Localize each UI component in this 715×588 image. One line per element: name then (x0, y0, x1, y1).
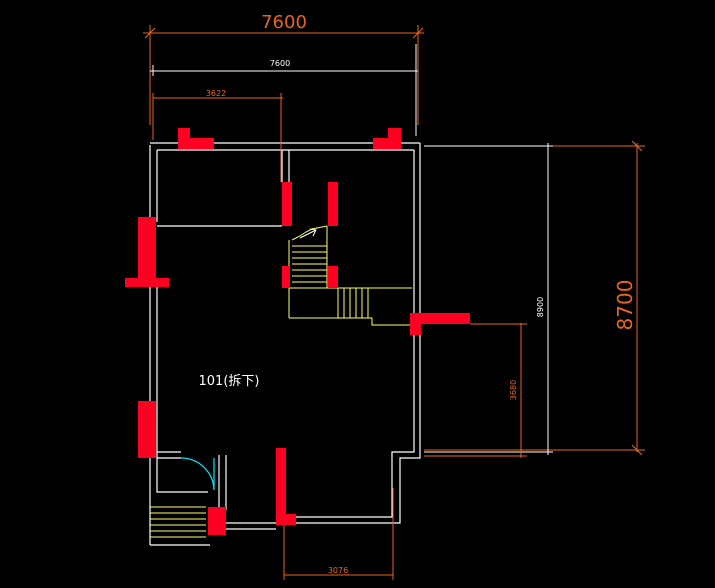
column (410, 313, 470, 324)
column (208, 507, 226, 535)
stair (150, 225, 412, 538)
dimension-bottom-partial (283, 488, 394, 580)
dimension-label-top-small: 7600 (270, 59, 290, 68)
column (410, 313, 421, 335)
door-swing (180, 457, 215, 491)
column (282, 182, 292, 226)
room-label: 101(拆下) (199, 374, 260, 389)
column (276, 514, 296, 525)
dimension-right-partial (424, 323, 527, 458)
dimension-label-right-large: 8700 (613, 280, 637, 331)
column (276, 448, 286, 525)
dimension-label-top-partial: 3622 (206, 89, 226, 98)
column (282, 266, 290, 288)
dimension-label-bottom-partial: 3076 (328, 566, 348, 575)
dimension-top-overall-small (150, 44, 418, 136)
dimension-top-overall-large (143, 25, 424, 125)
column (328, 266, 338, 288)
column (373, 138, 401, 149)
dimension-top-partial (152, 93, 283, 182)
dimension-label-top-large: 7600 (261, 12, 307, 33)
outer-walls (149, 142, 421, 546)
column (178, 138, 214, 149)
dimension-label-right-small: 8900 (536, 297, 545, 317)
columns (125, 128, 470, 535)
dimension-right-overall-small (424, 143, 553, 455)
column (138, 401, 156, 458)
column (138, 217, 156, 287)
dimension-label-right-partial: 3680 (509, 380, 518, 400)
stair-arrow-icon (299, 228, 317, 239)
column (125, 278, 169, 287)
column (328, 182, 338, 226)
